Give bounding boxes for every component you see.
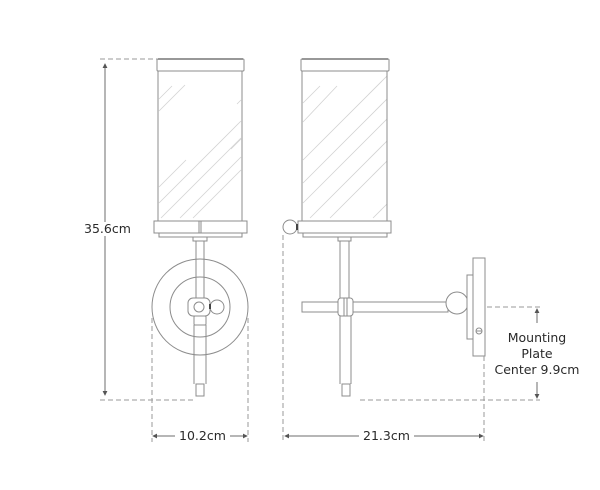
side-arm-left xyxy=(301,301,339,313)
dimension-lines xyxy=(100,58,540,442)
side-depth-label: 21.3cm xyxy=(359,429,414,443)
front-width-label: 10.2cm xyxy=(175,429,230,443)
side-ball-joint xyxy=(445,291,469,315)
side-top-cap xyxy=(300,58,390,72)
side-mounting-plate xyxy=(472,257,486,357)
side-glass-hatch xyxy=(302,75,388,219)
front-stem-tip xyxy=(195,383,205,397)
side-bottom-band xyxy=(297,220,392,234)
mounting-plate-line2: Plate xyxy=(521,346,553,361)
front-backplate-inner xyxy=(169,276,231,338)
front-view xyxy=(151,58,249,397)
mounting-plate-label: Mounting Plate Center 9.9cm xyxy=(487,330,587,378)
side-inner-plate xyxy=(466,274,474,340)
side-view xyxy=(282,58,486,397)
mounting-plate-line3: Center 9.9cm xyxy=(494,362,580,377)
side-arm-right xyxy=(351,301,449,313)
height-label: 35.6cm xyxy=(84,221,131,236)
front-ball xyxy=(209,299,225,315)
glass-hatch xyxy=(158,84,242,219)
side-stem-tip xyxy=(341,383,351,397)
front-knuckle xyxy=(187,297,211,317)
mounting-plate-line1: Mounting xyxy=(507,330,567,345)
front-backplate-outer xyxy=(151,258,249,356)
side-glass-shade xyxy=(301,70,388,222)
side-knob xyxy=(282,219,298,235)
front-top-cap xyxy=(156,58,245,72)
side-knuckle xyxy=(337,297,354,317)
